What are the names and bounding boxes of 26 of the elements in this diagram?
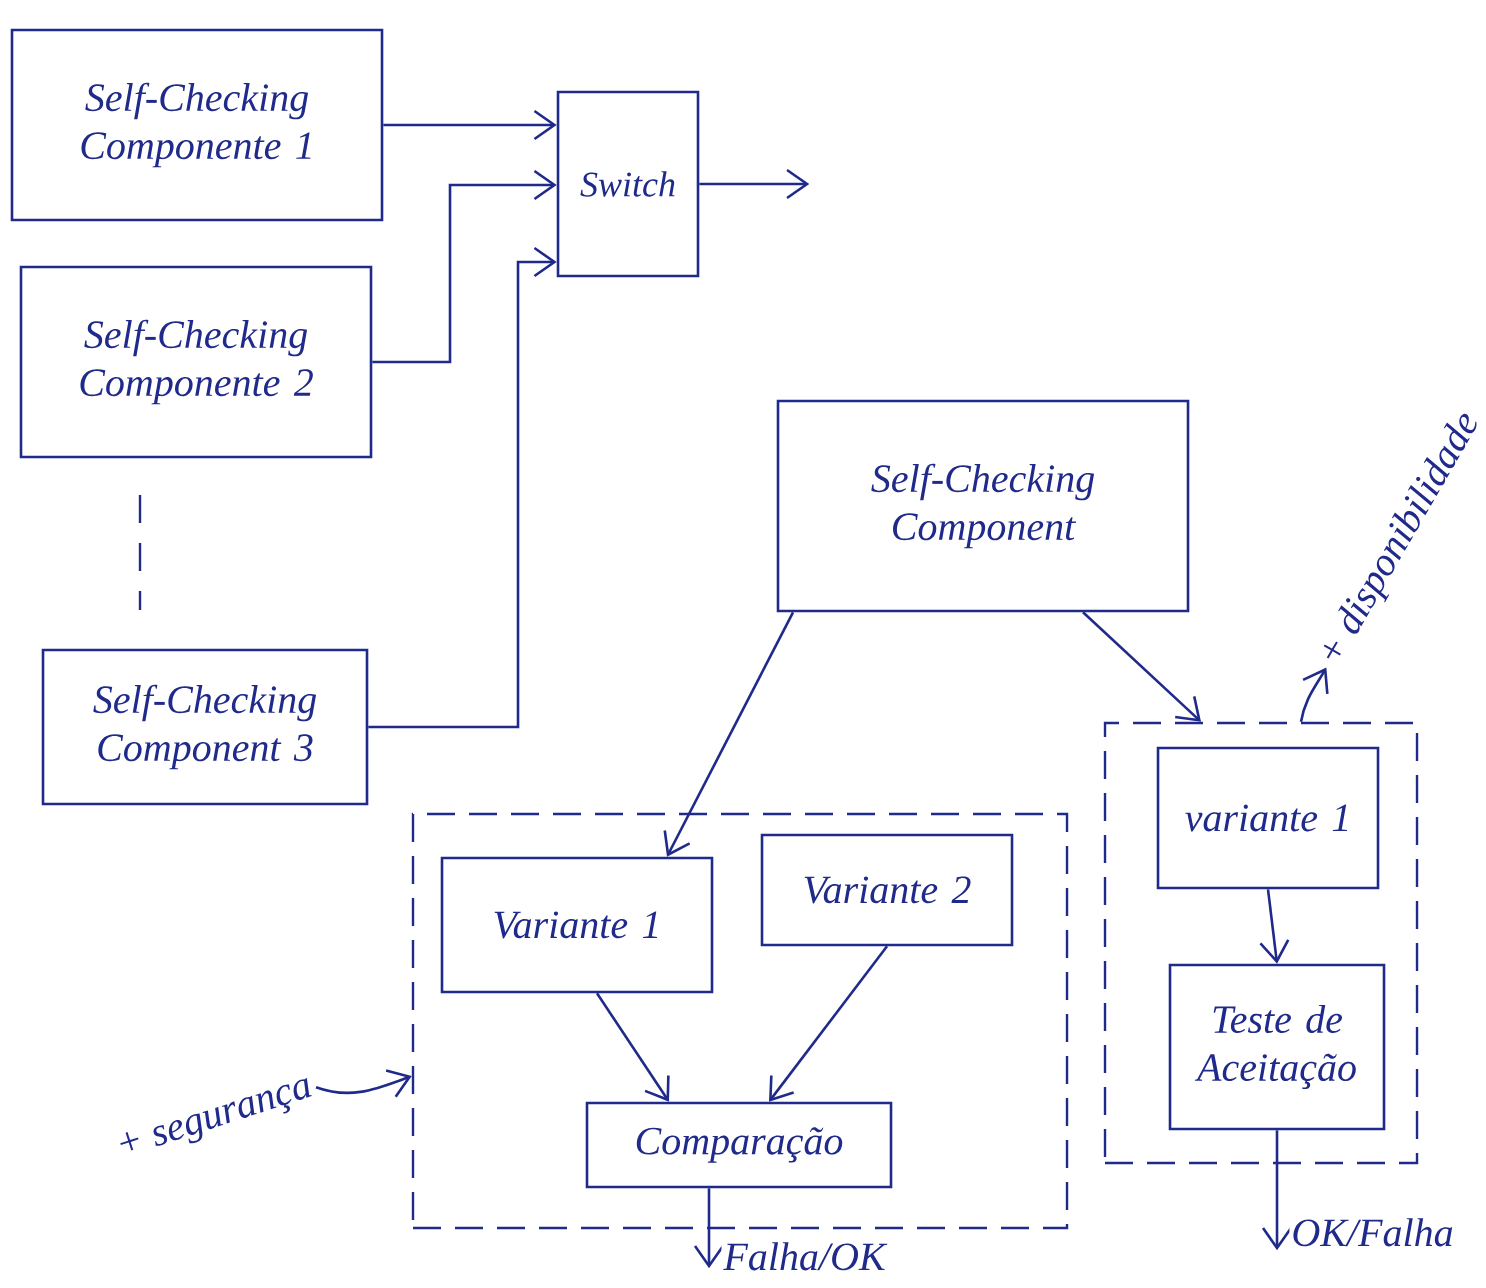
arrow bbox=[699, 168, 810, 200]
process-box: Comparação bbox=[585, 1101, 893, 1189]
process-box: variante 1 bbox=[1156, 746, 1380, 890]
edge-label: Falha/OK bbox=[721, 1240, 888, 1273]
process-box: Self-Checking Componente 1 bbox=[10, 28, 384, 222]
arrow bbox=[315, 1069, 412, 1098]
arrow bbox=[372, 169, 557, 364]
group-box bbox=[411, 812, 1069, 1230]
arrow bbox=[663, 611, 795, 857]
arrow bbox=[1299, 667, 1329, 723]
group-box bbox=[1103, 721, 1419, 1165]
process-box: Self-Checking Component bbox=[776, 399, 1190, 613]
arrow bbox=[1082, 611, 1202, 722]
arrow bbox=[368, 246, 557, 729]
arrow bbox=[595, 992, 670, 1102]
arrow bbox=[1259, 889, 1290, 964]
arrow bbox=[769, 945, 889, 1102]
arrow bbox=[383, 109, 557, 141]
process-box: Variante 2 bbox=[760, 833, 1014, 947]
edge-label: OK/Falha bbox=[1289, 1216, 1456, 1249]
process-box: Self-Checking Component 3 bbox=[41, 648, 369, 806]
process-box: Self-Checking Componente 2 bbox=[19, 265, 373, 459]
process-box: Teste de Aceitação bbox=[1168, 963, 1386, 1131]
switch-box: Switch bbox=[556, 90, 700, 278]
process-box: Variante 1 bbox=[440, 856, 714, 994]
note-text: + segurança bbox=[120, 1077, 312, 1151]
